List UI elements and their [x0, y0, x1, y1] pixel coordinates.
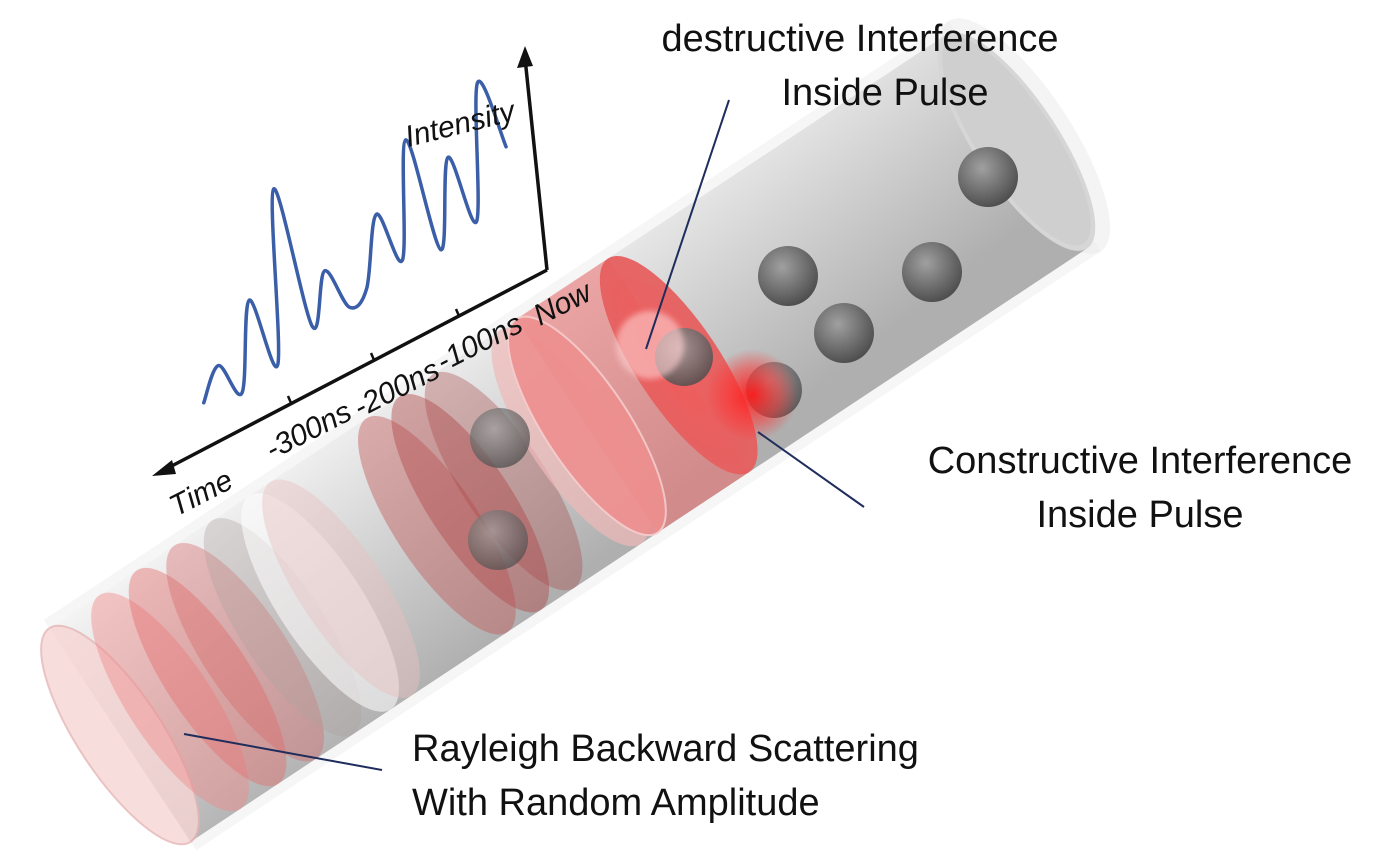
constructive-leader-line	[757, 431, 865, 508]
destructive-leader-line	[645, 99, 730, 350]
intensity-curve	[201, 79, 508, 405]
rayleigh-line-2: With Random Amplitude	[412, 782, 820, 824]
tick-200ns	[369, 352, 376, 361]
tick-100ns	[454, 308, 461, 317]
tick-300ns	[286, 395, 293, 404]
constructive-interference-spot	[706, 349, 798, 441]
y-axis	[523, 57, 549, 271]
rayleigh-leader-line	[183, 733, 383, 771]
constructive-interference-label: Constructive Interference Inside Pulse	[900, 434, 1380, 542]
constructive-line-2: Inside Pulse	[1036, 494, 1244, 536]
destructive-interference-label: destructive Interference Inside Pulse	[620, 12, 1100, 120]
y-axis-arrowhead	[517, 46, 533, 68]
destructive-line-1: destructive Interference	[661, 18, 1059, 60]
x-axis-arrowhead	[152, 460, 176, 476]
rayleigh-line-1: Rayleigh Backward Scattering	[412, 728, 919, 770]
constructive-line-1: Constructive Interference	[927, 440, 1353, 482]
optical-fiber	[40, 18, 1111, 851]
x-axis	[163, 268, 548, 472]
destructive-line-2: Inside Pulse	[781, 72, 989, 114]
y-axis-label: Intensity	[402, 94, 520, 154]
fiber-entrance-face	[40, 624, 200, 846]
destructive-interference-spot	[616, 311, 684, 379]
rayleigh-scattering-label: Rayleigh Backward Scattering With Random…	[412, 722, 982, 830]
